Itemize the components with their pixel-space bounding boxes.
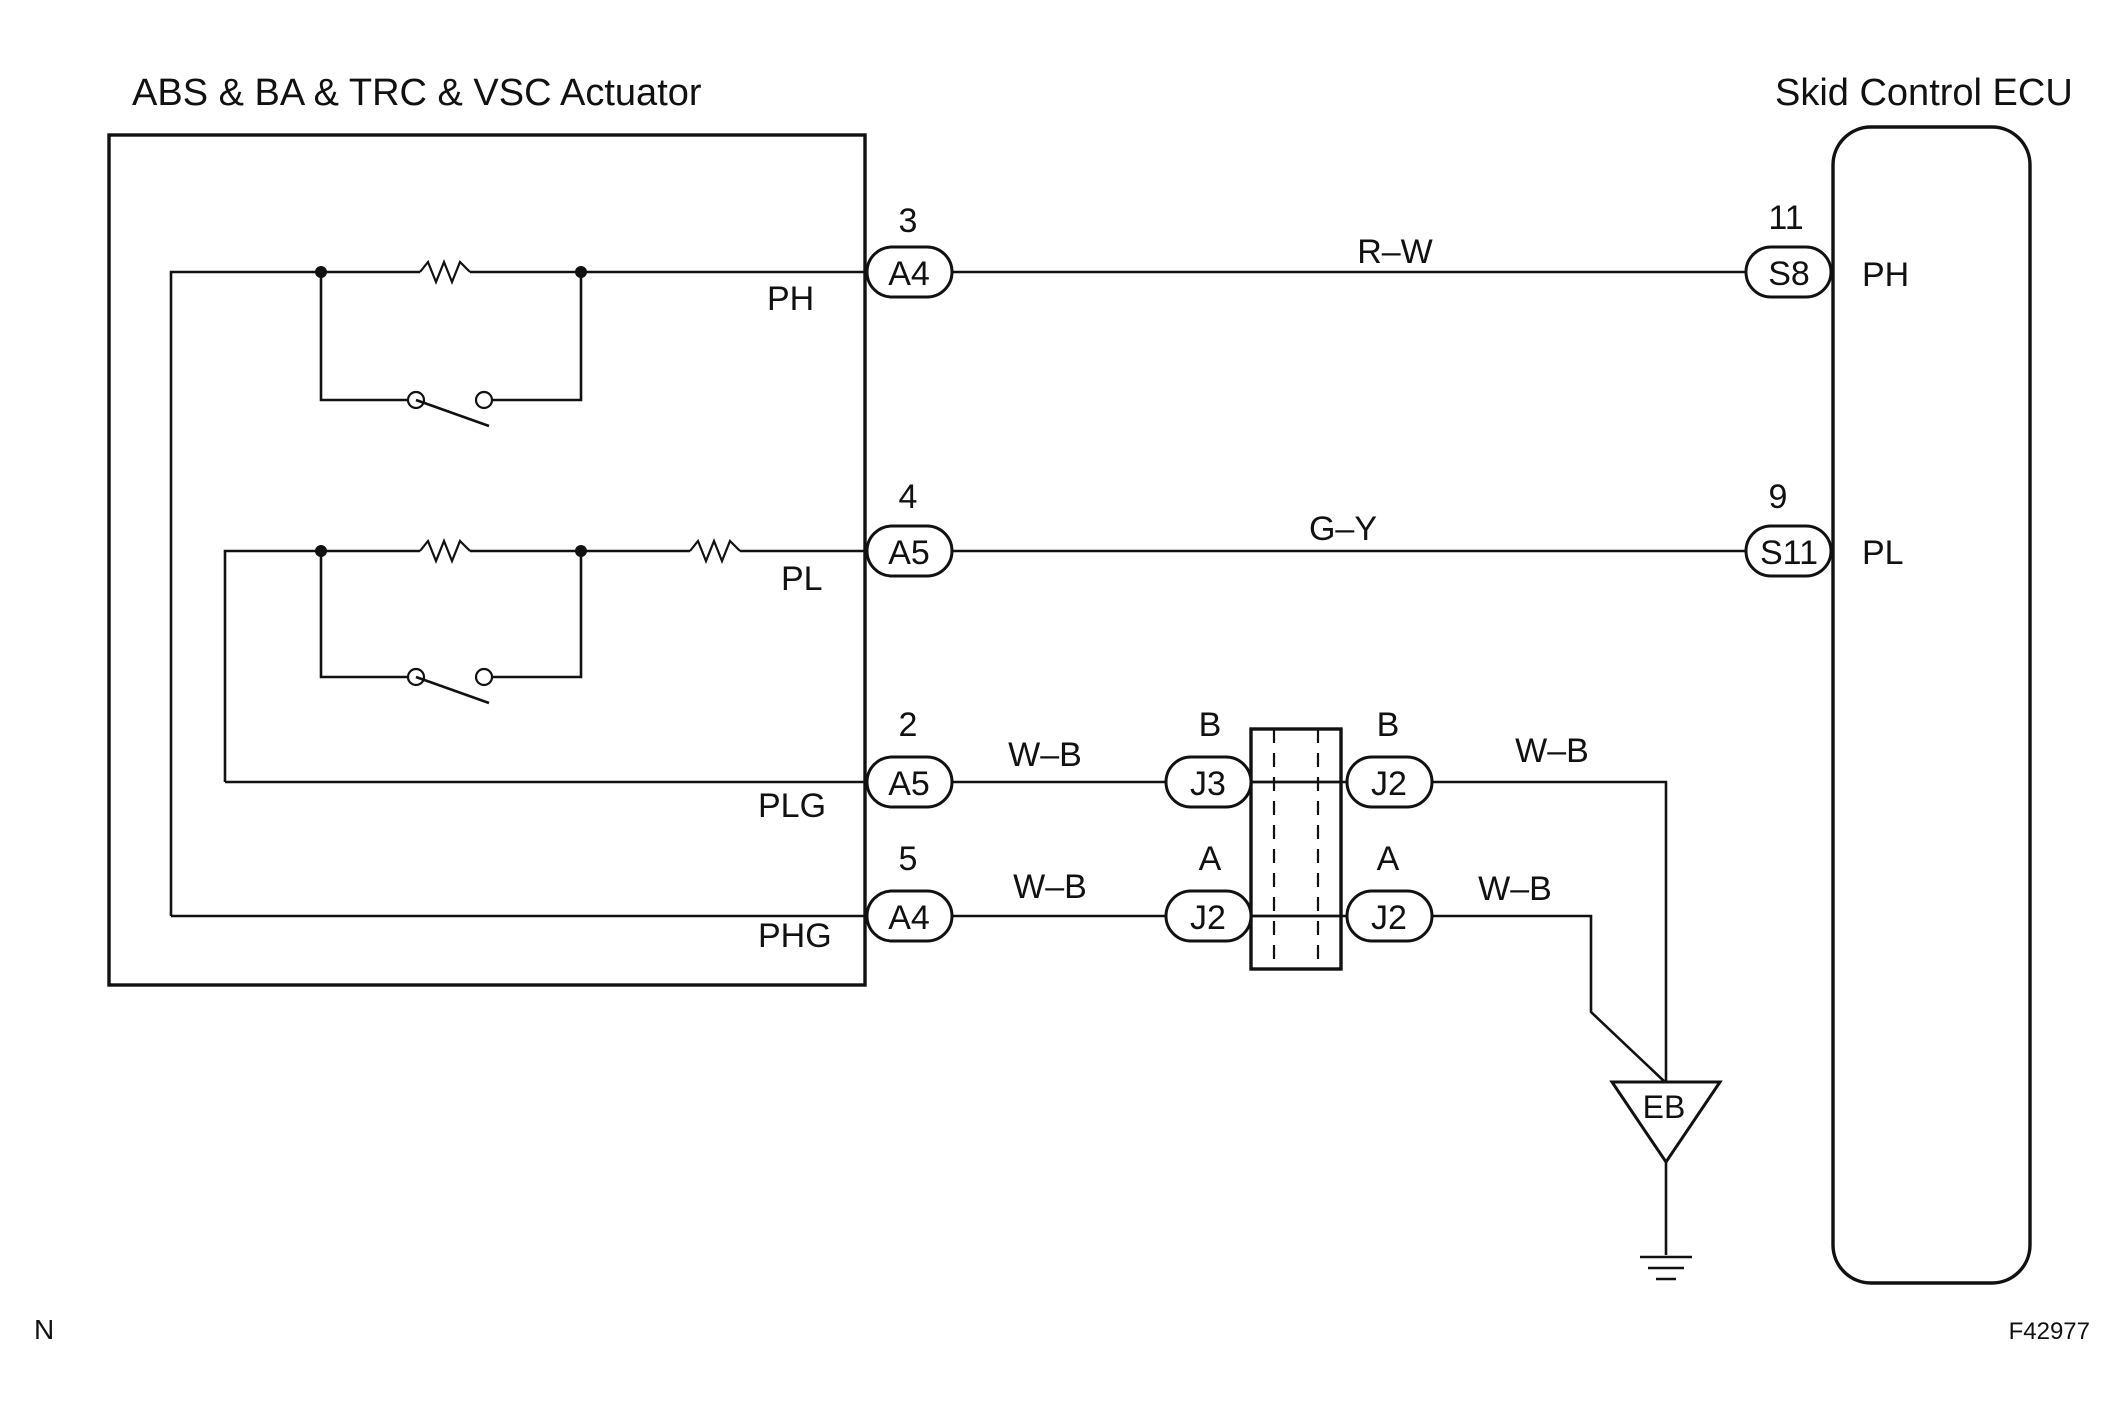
svg-text:A4: A4 (888, 255, 930, 293)
wire-color-plg-left: W–B (1008, 736, 1082, 774)
pin-letter: B (1199, 706, 1222, 744)
pin-number: 4 (899, 478, 918, 516)
svg-text:A5: A5 (888, 765, 930, 803)
junction-block (1249, 727, 1343, 971)
pin-letter: B (1377, 706, 1400, 744)
svg-text:J2: J2 (1190, 899, 1226, 937)
svg-text:A5: A5 (888, 534, 930, 572)
svg-text:A4: A4 (888, 899, 930, 937)
switch-icon (415, 675, 490, 705)
connector-j3: J3 B (1164, 706, 1253, 809)
ground-icon (1640, 1255, 1692, 1281)
wire-color-phg-left: W–B (1013, 868, 1087, 906)
svg-text:S8: S8 (1768, 255, 1810, 293)
pin-number: 2 (899, 706, 918, 744)
wire-color-pl: G–Y (1309, 510, 1377, 548)
wire-color-ph: R–W (1357, 233, 1433, 271)
figure-code: F42977 (2009, 1318, 2090, 1345)
ecu-title: Skid Control ECU (1775, 72, 2073, 114)
connector-a4-low: A4 5 (865, 840, 954, 943)
svg-text:EB: EB (1643, 1089, 1686, 1125)
pin-label-pl: PL (781, 560, 823, 598)
actuator-box (107, 133, 867, 987)
pin-number: 5 (899, 840, 918, 878)
ground-point-eb: EB (1609, 1080, 1723, 1165)
pin-letter: A (1377, 840, 1400, 878)
pin-label-plg: PLG (758, 787, 826, 825)
svg-text:J2: J2 (1371, 899, 1407, 937)
ecu-box (1831, 125, 2032, 1285)
resistor-icon (419, 538, 471, 564)
connector-a5-low: A5 2 (865, 706, 954, 809)
svg-text:J2: J2 (1371, 765, 1407, 803)
footer-left-label: N (34, 1314, 54, 1345)
external-wires (950, 270, 1746, 1255)
pin-number: 9 (1769, 478, 1788, 516)
svg-text:J3: J3 (1190, 765, 1226, 803)
switch-icon (415, 398, 490, 428)
pin-number: 11 (1768, 199, 1803, 237)
pin-label-ph: PH (767, 280, 814, 318)
connector-a4-top: A4 3 (865, 202, 954, 299)
actuator-internal-circuit (169, 259, 868, 918)
ecu-pin-label-ph: PH (1862, 256, 1909, 294)
actuator-title: ABS & BA & TRC & VSC Actuator (132, 72, 702, 114)
connector-a5-mid: A5 4 (865, 478, 954, 578)
resistor-icon (689, 538, 741, 564)
pin-label-phg: PHG (758, 917, 832, 955)
svg-text:S11: S11 (1760, 534, 1818, 572)
wire-color-plg-right: W–B (1515, 732, 1589, 770)
connector-s8: S8 11 (1744, 199, 1833, 299)
ecu-pin-label-pl: PL (1862, 534, 1904, 572)
connector-j2-left: J2 A (1164, 840, 1253, 943)
connector-j2-right-bottom: J2 A (1345, 840, 1434, 943)
connector-s11: S11 9 (1744, 478, 1833, 578)
resistor-icon (419, 259, 471, 285)
pin-number: 3 (899, 202, 918, 240)
pin-letter: A (1199, 840, 1222, 878)
connector-j2-right-top: J2 B (1345, 706, 1434, 809)
wire-color-phg-right: W–B (1478, 870, 1552, 908)
